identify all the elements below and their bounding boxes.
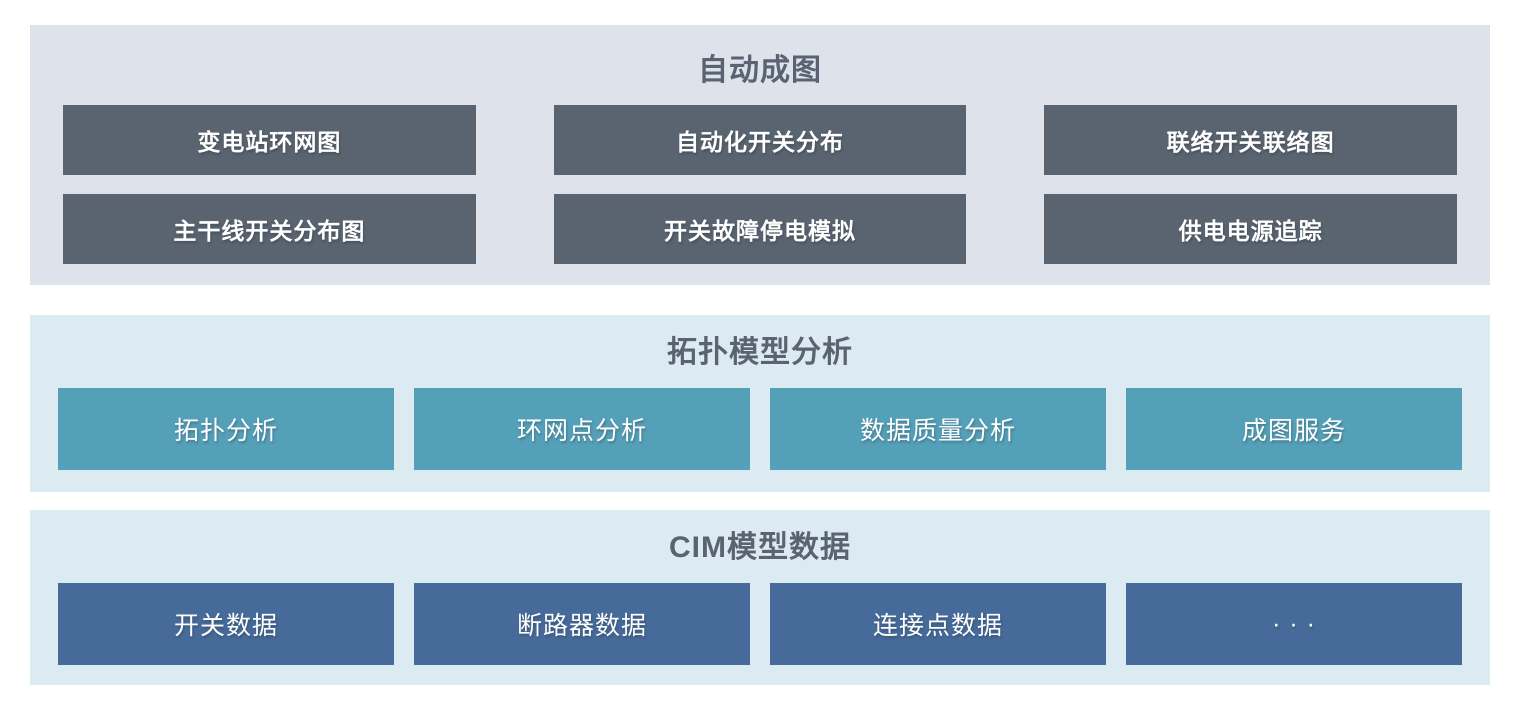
- block-diagram-generation-service: 成图服务: [1126, 388, 1462, 470]
- cim-block-grid: 开关数据 断路器数据 连接点数据 · · ·: [30, 583, 1490, 665]
- section-title-auto-mapping: 自动成图: [698, 54, 822, 87]
- block-circuit-breaker-data: 断路器数据: [414, 583, 750, 665]
- block-switch-fault-outage-simulation: 开关故障停电模拟: [553, 194, 967, 264]
- block-trunk-line-switch-distribution-diagram: 主干线开关分布图: [63, 194, 476, 264]
- section-title-topology-model-analysis: 拓扑模型分析: [667, 336, 853, 369]
- section-title-cim-model-data: CIM模型数据: [669, 531, 851, 564]
- block-topology-analysis: 拓扑分析: [58, 388, 394, 470]
- topology-block-grid: 拓扑分析 环网点分析 数据质量分析 成图服务: [30, 388, 1490, 470]
- section-auto-mapping: 自动成图 变电站环网图 自动化开关分布 联络开关联络图 主干线开关分布图 开关故…: [30, 25, 1490, 285]
- block-connection-point-data: 连接点数据: [770, 583, 1106, 665]
- block-switch-data: 开关数据: [58, 583, 394, 665]
- auto-mapping-block-grid: 变电站环网图 自动化开关分布 联络开关联络图 主干线开关分布图 开关故障停电模拟…: [30, 105, 1490, 264]
- section-topology-model-analysis: 拓扑模型分析 拓扑分析 环网点分析 数据质量分析 成图服务: [30, 315, 1490, 492]
- block-power-supply-source-tracing: 供电电源追踪: [1044, 194, 1457, 264]
- block-tie-switch-connection-diagram: 联络开关联络图: [1044, 105, 1457, 175]
- section-cim-model-data: CIM模型数据 开关数据 断路器数据 连接点数据 · · ·: [30, 510, 1490, 685]
- block-more-ellipsis: · · ·: [1126, 583, 1462, 665]
- block-substation-ring-network-diagram: 变电站环网图: [63, 105, 476, 175]
- block-data-quality-analysis: 数据质量分析: [770, 388, 1106, 470]
- block-automated-switch-distribution: 自动化开关分布: [553, 105, 967, 175]
- block-ring-network-point-analysis: 环网点分析: [414, 388, 750, 470]
